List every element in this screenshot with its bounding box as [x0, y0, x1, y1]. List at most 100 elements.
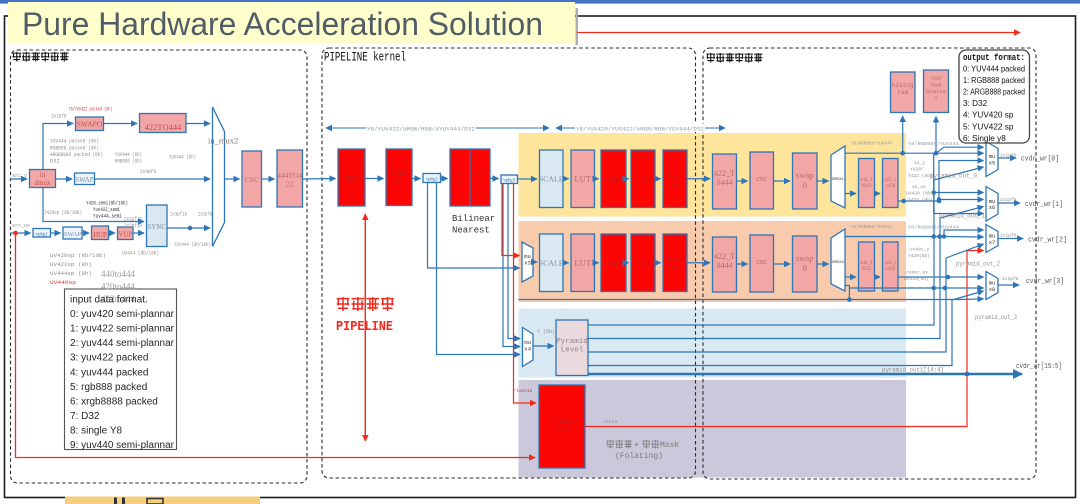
svg-text:UV420(8b): UV420(8b) — [904, 276, 929, 282]
svg-text:7: D32: 7: D32 — [70, 411, 100, 422]
svg-text:0444: 0444 — [717, 178, 733, 187]
svg-text:ai_uv: ai_uv — [912, 184, 926, 190]
svg-text:SWAPO: SWAPO — [77, 120, 103, 129]
svg-text:vpbg3: vpbg3 — [503, 179, 516, 184]
svg-text:YUV444 (8h): YUV444 (8h) — [169, 155, 196, 161]
svg-text:x8: x8 — [989, 286, 996, 293]
svg-text:0422: 0422 — [862, 267, 873, 272]
svg-text:cvdr_wr[1]: cvdr_wr[1] — [1025, 201, 1063, 209]
svg-text:UV444sp (8h): UV444sp (8h) — [50, 271, 92, 277]
svg-text:dmux: dmux — [35, 179, 51, 187]
svg-text:UV420 (8b): UV420 (8b) — [906, 191, 934, 197]
svg-text:mu: mu — [989, 153, 996, 160]
svg-text:o420: o420 — [885, 267, 896, 272]
svg-text:2x2pf10: 2x2pf10 — [124, 223, 142, 229]
svg-text:Y8/YUV422/aRGB/RGB/aYUV444/D32: Y8/YUV422/aRGB/RGB/aYUV444/D32 — [367, 126, 475, 133]
svg-text:+: + — [934, 94, 938, 101]
svg-text:YUY444 (8h/10h): YUY444 (8h/10h) — [174, 242, 211, 248]
svg-text:pyramid_out1[14:4]: pyramid_out1[14:4] — [882, 367, 944, 375]
svg-text:Bilinear: Bilinear — [452, 214, 495, 224]
svg-text:LUT: LUT — [574, 174, 591, 184]
svg-text:2x1pf10: 2x1pf10 — [124, 217, 142, 223]
svg-text:ai_y: ai_y — [914, 160, 925, 166]
svg-text:histog: histog — [892, 82, 914, 89]
svg-text:UV440sp: UV440sp — [50, 280, 76, 286]
svg-text:RGB888 (8h): RGB888 (8h) — [115, 159, 142, 165]
svg-text:2: ARGB888 packed: 2: ARGB888 packed — [963, 88, 1025, 97]
svg-text:pyramid_out_1: pyramid_out_1 — [939, 213, 985, 221]
svg-text:0: 0 — [803, 263, 807, 273]
svg-text:1: RGB888 packed: 1: RGB888 packed — [963, 76, 1025, 85]
svg-text:2x1pf8: 2x1pf8 — [1002, 276, 1019, 282]
svg-text:SCALE: SCALE — [539, 175, 564, 184]
svg-text:cvdr_wr[3]: cvdr_wr[3] — [1026, 278, 1064, 286]
svg-text:5: rgb888 packed: 5: rgb888 packed — [70, 382, 147, 393]
svg-text:422TO444: 422TO444 — [145, 122, 182, 132]
svg-text:T420sp (8b/10b): T420sp (8b/10b) — [44, 210, 82, 216]
svg-text:cvdr_wr[15:5]: cvdr_wr[15:5] — [1016, 363, 1062, 371]
svg-text:ARGB8888 packed (8h): ARGB8888 packed (8h) — [50, 152, 103, 158]
svg-text:SCALE: SCALE — [539, 259, 564, 268]
svg-text:csc: csc — [756, 173, 767, 183]
svg-text:DMUX2: DMUX2 — [832, 261, 844, 265]
svg-text:in_mux2: in_mux2 — [208, 136, 238, 146]
svg-text:UV420sp (8b/10b): UV420sp (8b/10b) — [50, 253, 106, 259]
svg-text:422_T: 422_T — [714, 169, 735, 178]
svg-text:0: YUV444 packed: 0: YUV444 packed — [963, 65, 1025, 74]
svg-text:Xflip: Xflip — [607, 177, 621, 184]
svg-text:src_uv: src_uv — [12, 223, 30, 229]
svg-text:mu: mu — [989, 198, 996, 205]
svg-text:x4: x4 — [524, 345, 531, 352]
svg-text:ze: ze — [477, 178, 483, 185]
svg-text:444_T: 444_T — [860, 261, 873, 266]
svg-text:8: single Y8: 8: single Y8 — [70, 425, 123, 436]
svg-text:mu: mu — [989, 280, 996, 287]
svg-text:0422: 0422 — [862, 184, 873, 189]
svg-text:Sum: Sum — [931, 81, 942, 88]
svg-text:x7: x7 — [989, 239, 996, 246]
svg-text:6: xrgb8888 packed: 6: xrgb8888 packed — [70, 396, 158, 407]
svg-text:422_t: 422_t — [885, 178, 897, 183]
svg-text:6: Single y8: 6: Single y8 — [963, 134, 1006, 143]
svg-text:Yuv444_semi: Yuv444_semi — [93, 214, 122, 220]
svg-text:3: D32: 3: D32 — [963, 99, 988, 108]
svg-text:2x2pf8: 2x2pf8 — [198, 212, 212, 218]
svg-text:pyramid_out_3: pyramid_out_3 — [975, 314, 1017, 322]
svg-text:2x4pf8: 2x4pf8 — [140, 169, 156, 175]
svg-text:Pure Hardware Acceleration Sol: Pure Hardware Acceleration Solution — [22, 6, 543, 42]
svg-text:Yuv422_semi: Yuv422_semi — [93, 207, 120, 213]
svg-text:CSC: CSC — [245, 175, 259, 184]
svg-text:422_T: 422_T — [714, 252, 735, 261]
svg-text:PIPELINE: PIPELINE — [336, 320, 393, 335]
svg-text:0: yuv420 semi-plannar: 0: yuv420 semi-plannar — [70, 309, 175, 320]
svg-text:cvdr_wr[2]: cvdr_wr[2] — [1028, 237, 1067, 245]
svg-text:swap: swap — [796, 170, 813, 180]
svg-text:422to444: 422to444 — [101, 294, 136, 304]
svg-text:Pointnet: Pointnet — [551, 417, 574, 425]
svg-text:DMUX1: DMUX1 — [832, 178, 844, 182]
svg-text:Mask: Mask — [660, 441, 679, 450]
svg-text:Y8/RGB888/YUV444: Y8/RGB888/YUV444 — [851, 224, 892, 230]
svg-text:ng: ng — [396, 177, 404, 185]
svg-text:vpbg2: vpbg2 — [426, 178, 439, 183]
svg-text:440to444: 440to444 — [101, 269, 136, 279]
svg-text:9: yuv440 semi-plannar: 9: yuv440 semi-plannar — [70, 440, 175, 451]
svg-text:cvdr_wr[0]: cvdr_wr[0] — [1021, 156, 1059, 164]
svg-text:SWAP: SWAP — [75, 177, 93, 184]
svg-text:Y422 (8b): Y422 (8b) — [908, 197, 933, 203]
svg-text:src_y: src_y — [12, 173, 27, 179]
svg-text:2x1pf8: 2x1pf8 — [1000, 197, 1017, 203]
svg-text:0444: 0444 — [717, 261, 733, 270]
svg-text:vpbg1: vpbg1 — [36, 232, 49, 237]
svg-text:(Folating): (Folating) — [615, 452, 663, 461]
svg-text:5: YUV422 sp: 5: YUV422 sp — [963, 122, 1014, 131]
svg-text:resi: resi — [475, 171, 485, 178]
svg-text:output format:: output format: — [963, 53, 1025, 63]
svg-text:444TO4: 444TO4 — [277, 171, 302, 180]
svg-text:PIPELINE kernel: PIPELINE kernel — [324, 51, 406, 65]
svg-text:Y420(8b): Y420(8b) — [908, 253, 930, 259]
svg-text:LUT: LUT — [574, 258, 591, 268]
svg-text:SYNC: SYNC — [147, 223, 166, 231]
svg-text:2x3pf10: 2x3pf10 — [170, 212, 187, 218]
svg-text:0: 0 — [803, 180, 807, 190]
